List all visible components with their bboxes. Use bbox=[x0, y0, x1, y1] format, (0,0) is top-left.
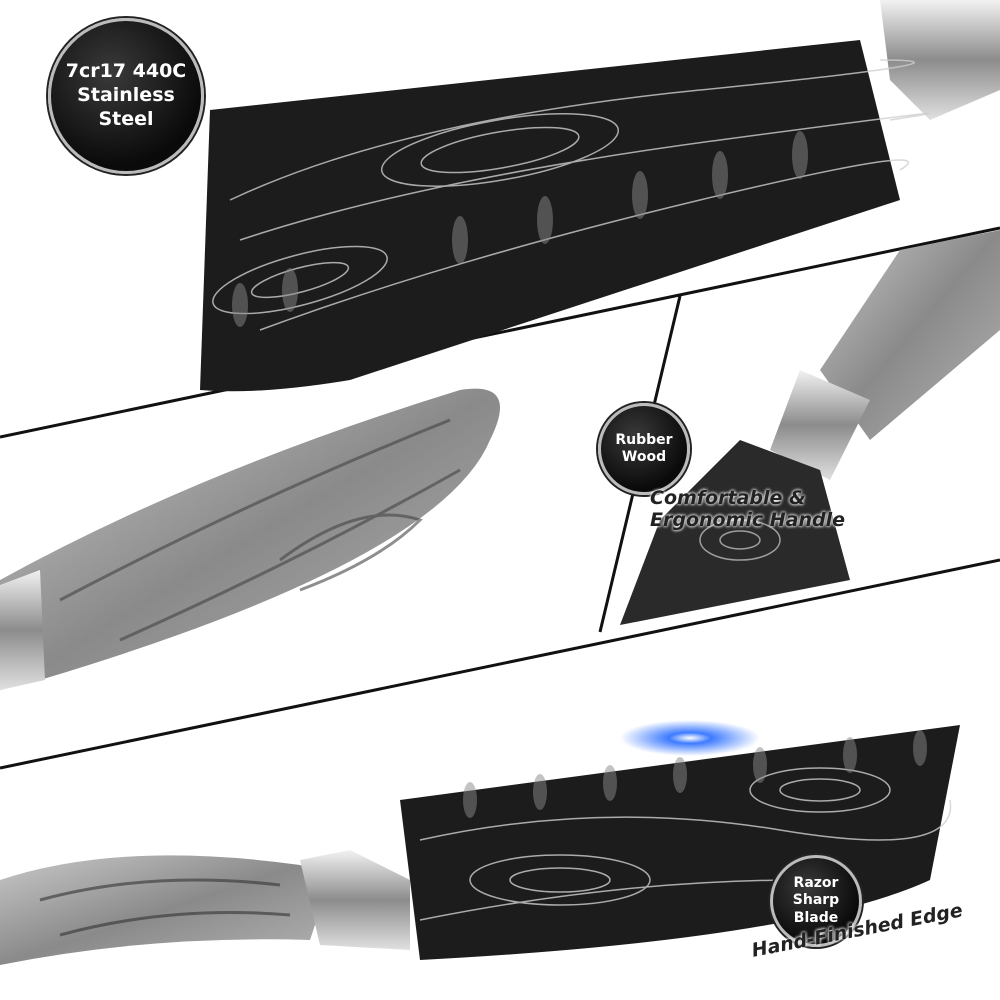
handle-caption: Comfortable & Ergonomic Handle bbox=[650, 487, 845, 531]
badge-text: Rubber bbox=[615, 431, 673, 448]
handle-closeup bbox=[0, 388, 500, 690]
badge-text: Wood bbox=[621, 449, 667, 465]
caption-line: Comfortable & bbox=[650, 487, 806, 509]
handle-angle-view bbox=[620, 230, 1000, 625]
badge-text: Razor bbox=[793, 874, 839, 891]
badge-text: Steel bbox=[98, 107, 154, 130]
badge-text: Sharp bbox=[792, 892, 840, 909]
badge-text: Blade bbox=[793, 909, 839, 926]
top-blade bbox=[200, 0, 1000, 392]
steel-badge: 7cr17 440C Stainless Steel bbox=[48, 18, 204, 174]
blade-badge: Razor Sharp Blade bbox=[770, 855, 862, 947]
wood-badge: Rubber Wood bbox=[598, 403, 690, 495]
badge-text: 7cr17 440C bbox=[65, 60, 187, 83]
divider-line bbox=[0, 226, 1000, 439]
caption-line: Ergonomic Handle bbox=[650, 509, 846, 531]
divider-line bbox=[0, 558, 1000, 770]
badge-text: Stainless bbox=[77, 84, 175, 107]
